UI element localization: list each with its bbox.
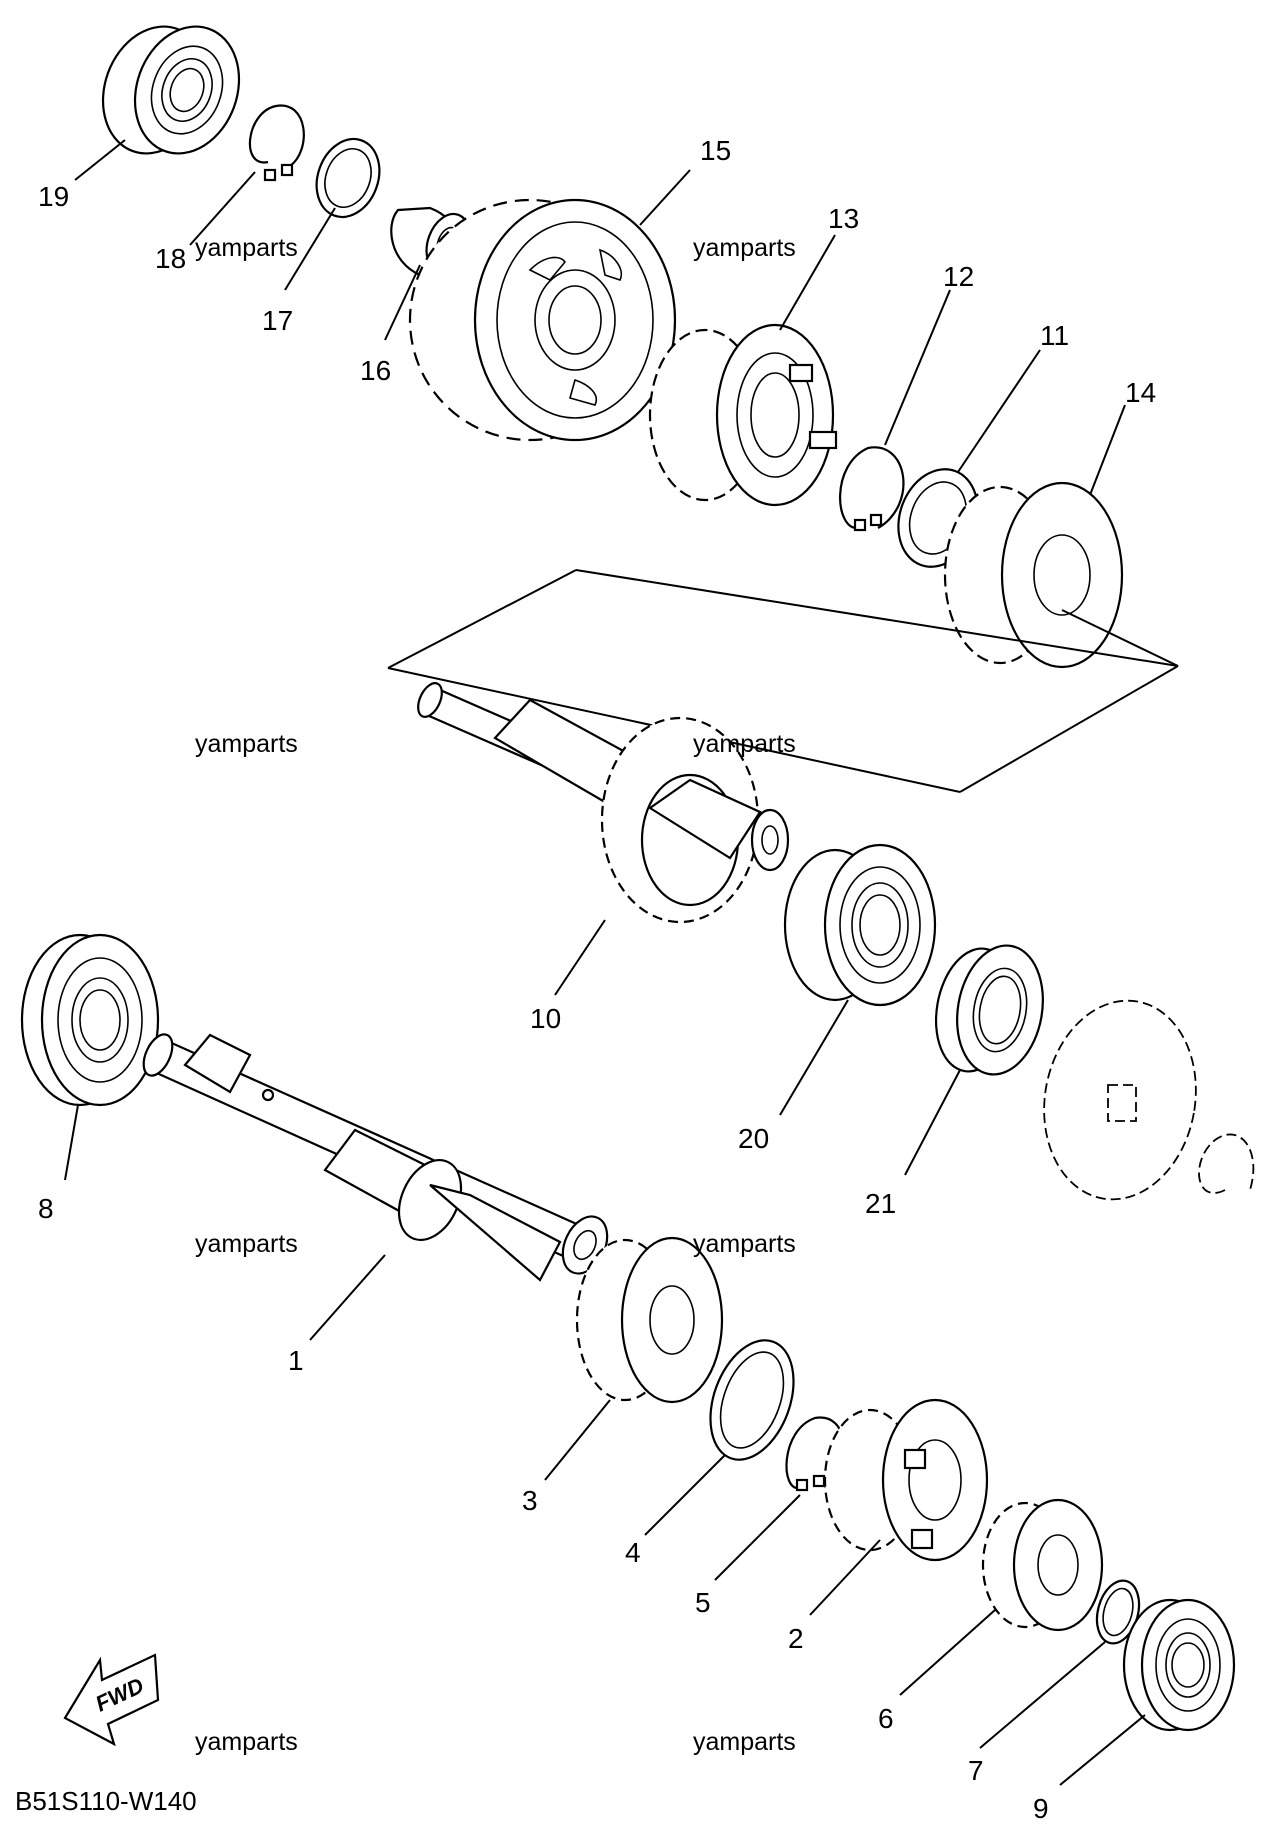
drawing-code: B51S110-W140	[15, 1786, 197, 1816]
callout-14: 14	[1125, 377, 1156, 408]
callout-20: 20	[738, 1123, 769, 1154]
watermark: yamparts	[693, 234, 796, 262]
part-18-circlip	[248, 104, 305, 182]
callout-13: 13	[828, 203, 859, 234]
callout-1: 1	[288, 1345, 304, 1376]
shaft-group-bracket	[387, 569, 1179, 793]
part-2-dog-gear	[823, 1398, 989, 1562]
part-21-oil-seal	[934, 944, 1044, 1076]
part-12-circlip	[839, 446, 905, 532]
watermark: yamparts	[693, 1728, 796, 1756]
watermark: yamparts	[693, 730, 796, 758]
watermark: yamparts	[195, 730, 298, 758]
leader-lines	[64, 139, 1146, 1786]
watermark: yamparts	[195, 1728, 298, 1756]
callout-labels: 19 18 17 16 15 13 12 11 14 10 20 21 8 1 …	[38, 135, 1156, 1824]
callout-12: 12	[943, 261, 974, 292]
part-17-washer	[315, 137, 381, 219]
callout-8: 8	[38, 1193, 54, 1224]
part-4-washer	[709, 1339, 795, 1461]
callout-2: 2	[788, 1623, 804, 1654]
callout-15: 15	[700, 135, 731, 166]
callout-17: 17	[262, 305, 293, 336]
part-7-washer	[1095, 1579, 1141, 1645]
part-14-gear	[943, 481, 1124, 669]
watermark: yamparts	[195, 1230, 298, 1258]
callout-18: 18	[155, 243, 186, 274]
callout-11: 11	[1040, 320, 1069, 351]
part-20-bearing	[783, 843, 937, 1007]
part-8-bearing	[20, 933, 160, 1107]
callout-7: 7	[968, 1755, 984, 1786]
callout-9: 9	[1033, 1793, 1049, 1824]
part-13-dog-gear	[648, 323, 838, 507]
watermark: yamparts	[195, 234, 298, 262]
callout-6: 6	[878, 1703, 894, 1734]
part-15-large-gear	[408, 198, 677, 442]
fwd-arrow: FWD	[63, 1653, 160, 1747]
callout-3: 3	[522, 1485, 538, 1516]
callout-16: 16	[360, 355, 391, 386]
callout-10: 10	[530, 1003, 561, 1034]
callout-19: 19	[38, 181, 69, 212]
part-3-gear	[575, 1236, 724, 1404]
part-10-drive-axle	[417, 682, 790, 924]
part-19-bearing	[101, 25, 241, 155]
part-6-gear	[981, 1498, 1104, 1632]
callout-4: 4	[625, 1537, 641, 1568]
callout-5: 5	[695, 1587, 711, 1618]
callout-21: 21	[865, 1188, 896, 1219]
part-9-bearing	[1122, 1598, 1236, 1732]
part-1-main-axle	[142, 1033, 609, 1282]
sprocket-outline	[1043, 999, 1255, 1201]
watermark: yamparts	[693, 1230, 796, 1258]
watermarks: yamparts yamparts yamparts yamparts yamp…	[195, 234, 796, 1756]
